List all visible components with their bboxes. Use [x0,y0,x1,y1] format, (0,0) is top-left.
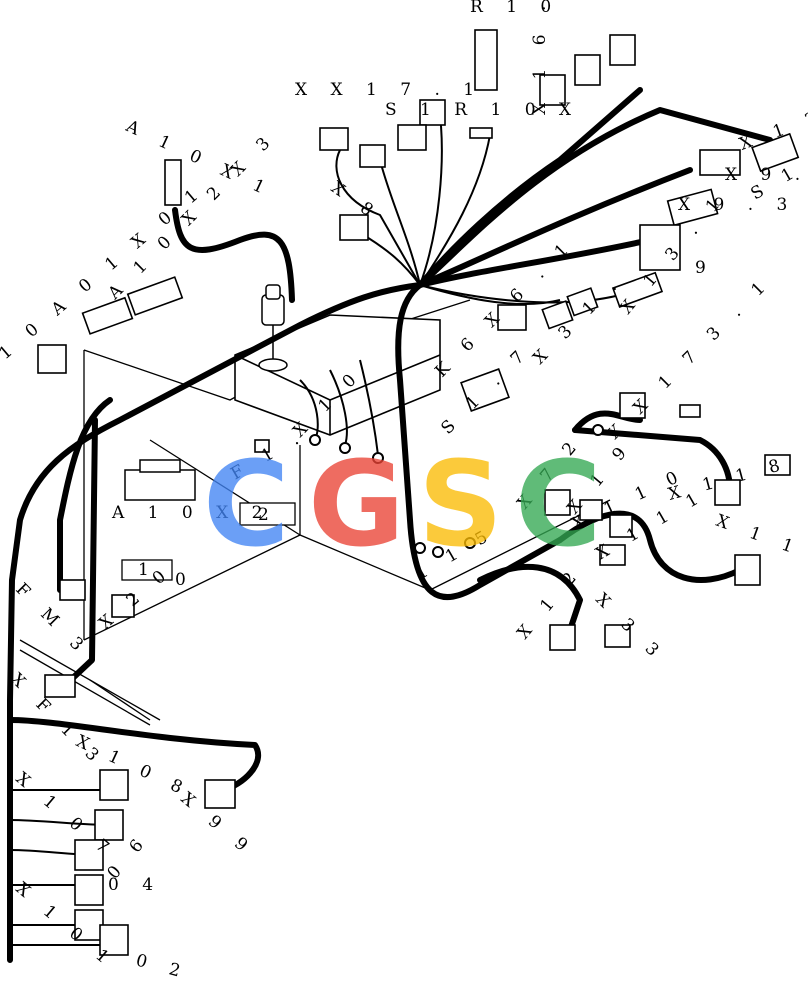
label-boxes [121,502,296,581]
watermark-letter-s: S [418,435,503,573]
label-xx171: X X 1 7 . 1 [295,80,483,100]
label-x9-3: X 9 . 3 [725,165,808,185]
label-x31: X 3 1 . [529,271,627,369]
label-r10-top: R 1 0 [470,0,560,17]
label-box0: 0 [175,570,195,590]
label-x9-3-lower: X 9 . 3 [678,195,796,215]
connectors [37,29,800,956]
label-a10x2: A 1 0 X 2 [111,503,271,523]
label-x9: 9 [695,258,715,278]
watermark-letter-g: G [308,435,405,573]
label-box1: 1 [138,560,158,580]
label-x33: X 3 3 [591,589,668,666]
label-x16-7: X 1 6 . 7 [530,0,550,115]
label-a10x1-side: 1 0 A 0 1 X 0 1 [0,180,209,364]
ring-terminals [309,424,604,558]
console-block [234,314,441,436]
joystick [258,284,288,372]
watermark-letter-c1: C [203,435,290,573]
label-s1-r10x: S 1 R 1 0 X [385,100,580,120]
label-x104: 0 4 [108,875,162,895]
module-a10x2 [124,459,196,501]
watermark-letter-c2: C [515,435,602,573]
label-box2: 2 [258,505,278,525]
label-x102: 0 2 [134,951,191,984]
